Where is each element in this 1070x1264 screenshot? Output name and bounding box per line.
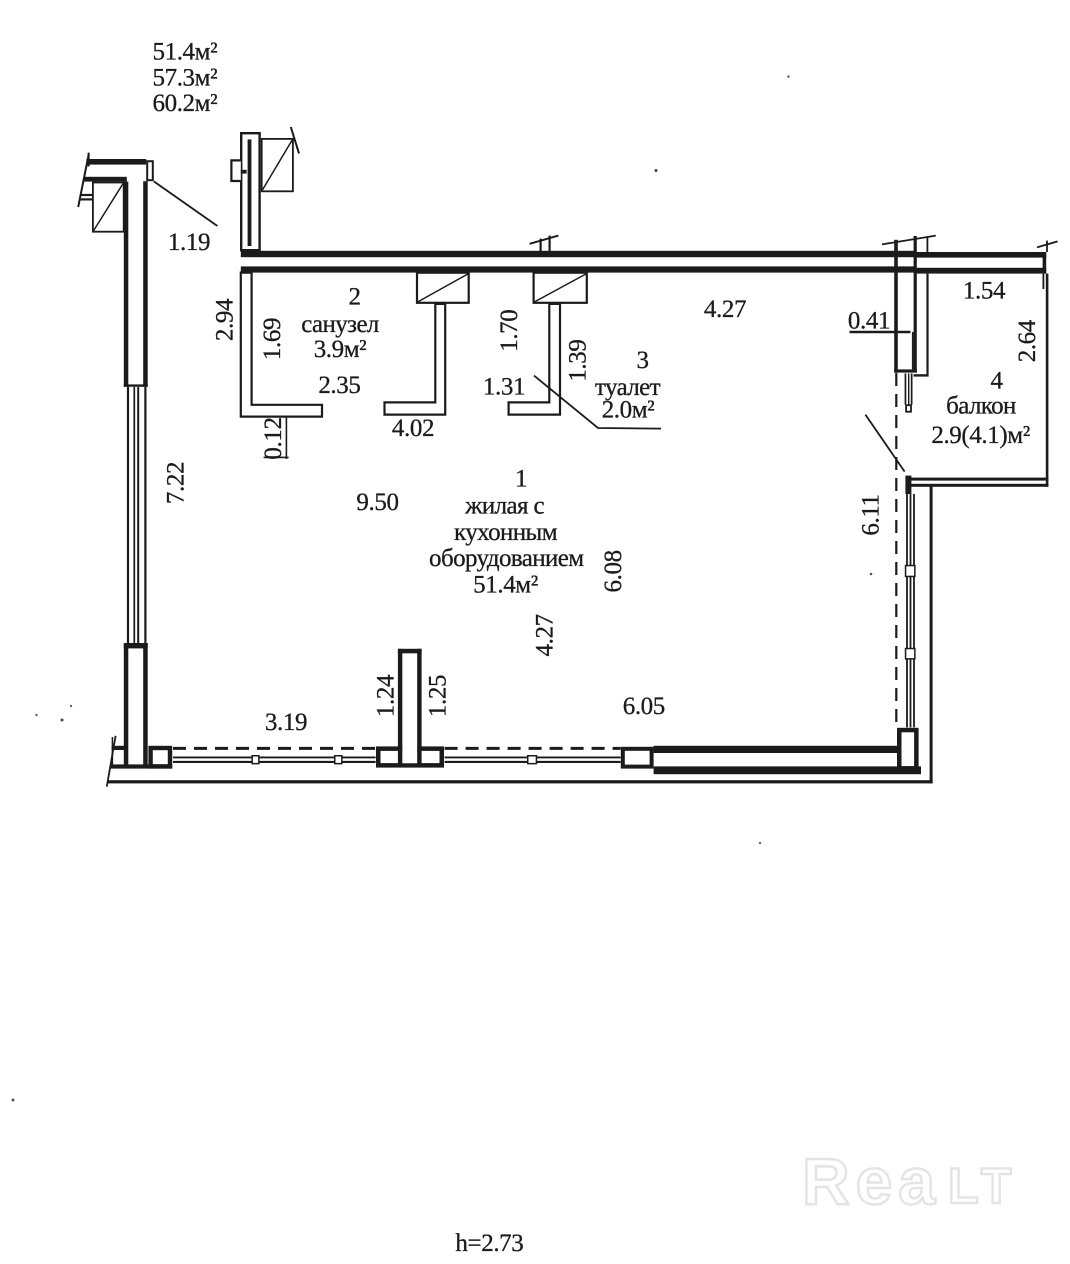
svg-text:туалет: туалет (595, 374, 661, 401)
svg-text:h=2.73: h=2.73 (455, 1230, 523, 1257)
svg-text:2.35: 2.35 (318, 372, 360, 399)
svg-text:жилая с: жилая с (464, 493, 544, 520)
svg-text:57.3м²: 57.3м² (153, 64, 218, 91)
svg-text:4: 4 (991, 368, 1004, 395)
svg-text:4.27: 4.27 (532, 614, 559, 656)
svg-text:6.05: 6.05 (623, 693, 665, 720)
svg-text:6.08: 6.08 (600, 550, 627, 592)
svg-text:4.02: 4.02 (392, 415, 434, 442)
svg-text:1.31: 1.31 (483, 373, 525, 400)
svg-text:1.25: 1.25 (424, 675, 451, 717)
svg-text:1.54: 1.54 (963, 277, 1006, 304)
svg-text:1: 1 (515, 466, 527, 493)
svg-text:1.19: 1.19 (168, 229, 210, 256)
svg-text:2.64: 2.64 (1014, 319, 1041, 362)
svg-text:9.50: 9.50 (356, 489, 398, 516)
svg-text:2.94: 2.94 (211, 298, 238, 341)
svg-text:2.9(4.1)м²: 2.9(4.1)м² (931, 422, 1029, 449)
svg-text:Rea: Rea (802, 1144, 941, 1218)
svg-text:1.24: 1.24 (372, 674, 399, 717)
svg-text:LT: LT (948, 1158, 1017, 1214)
svg-text:санузел: санузел (301, 311, 379, 338)
svg-text:6.11: 6.11 (857, 494, 884, 535)
svg-text:3.9м²: 3.9м² (314, 336, 367, 363)
svg-text:51.4м²: 51.4м² (153, 39, 218, 66)
svg-text:2.0м²: 2.0м² (602, 397, 655, 424)
svg-text:оборудованием: оборудованием (429, 545, 584, 572)
svg-text:60.2м²: 60.2м² (153, 90, 218, 117)
svg-text:2: 2 (348, 283, 360, 310)
svg-text:балкон: балкон (946, 393, 1016, 420)
svg-text:3.19: 3.19 (265, 709, 307, 736)
svg-text:0.12: 0.12 (260, 417, 287, 459)
svg-text:1.70: 1.70 (496, 310, 523, 352)
svg-text:кухонным: кухонным (454, 519, 558, 546)
svg-text:4.27: 4.27 (704, 296, 746, 323)
svg-text:1.69: 1.69 (259, 318, 286, 360)
svg-text:0.41: 0.41 (848, 307, 890, 334)
svg-text:7.22: 7.22 (162, 462, 189, 504)
svg-text:51.4м²: 51.4м² (473, 572, 538, 599)
svg-text:1.39: 1.39 (565, 340, 592, 382)
svg-text:3: 3 (636, 347, 648, 374)
